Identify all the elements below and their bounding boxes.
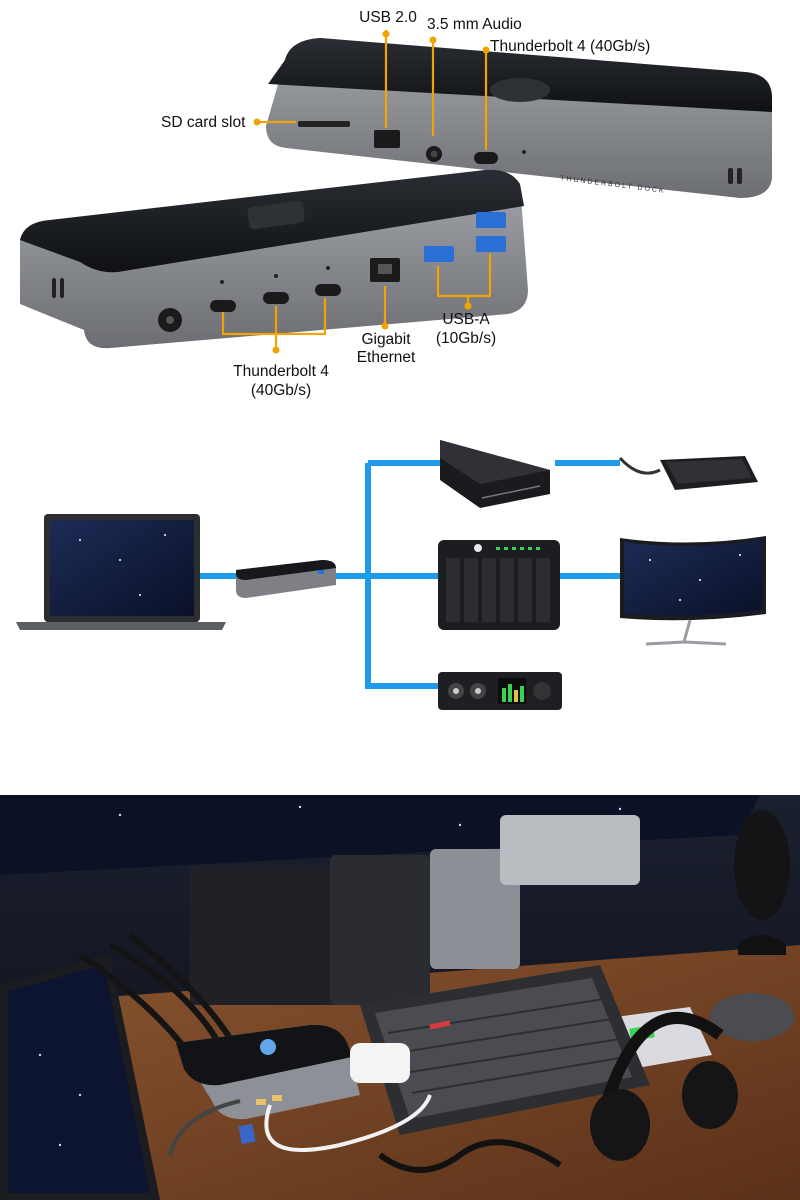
storage-enclosure-icon: [440, 440, 550, 508]
silver-enclosure: [500, 815, 640, 885]
label-usb2: USB 2.0: [359, 9, 417, 26]
thunderbolt-port-1: [210, 300, 236, 312]
ports-figure: THUNDERBOLT DOCK USB 2.0 3.5 mm Audio Th…: [0, 0, 800, 410]
silver-drive: [430, 849, 520, 969]
portable-ssd-icon: [618, 456, 758, 490]
owc-logo-badge: [490, 78, 550, 102]
label-sd-card: SD card slot: [161, 114, 246, 131]
dock-icon: [236, 560, 336, 598]
desk-photo: [0, 795, 800, 1200]
connection-diagram: [0, 410, 800, 795]
label-usba-line2: (10Gb/s): [436, 330, 496, 347]
laptop-icon: [16, 514, 226, 630]
power-adapter: [350, 1043, 410, 1083]
label-thunderbolt-front-line1: Thunderbolt 4: [233, 363, 329, 380]
mouse: [710, 993, 794, 1041]
label-thunderbolt-front-line2: (40Gb/s): [251, 382, 311, 399]
laptop: [0, 955, 160, 1200]
usb2-port: [374, 130, 400, 148]
audio-interface-icon: [438, 672, 562, 710]
thunderbolt-dock: [176, 1024, 360, 1120]
label-thunderbolt-rear: Thunderbolt 4 (40Gb/s): [490, 38, 650, 55]
curved-monitor-icon: [620, 536, 766, 646]
dock-logo-glow: [260, 1039, 276, 1055]
thunderbolt-port-rear: [474, 152, 498, 164]
label-audio: 3.5 mm Audio: [427, 16, 522, 33]
usb-a-port-1: [424, 246, 454, 262]
headphones: [378, 1011, 738, 1173]
usb-a-port-2: [476, 236, 506, 252]
thunderbolt-port-3: [315, 284, 341, 296]
label-ethernet-line2: Ethernet: [357, 349, 416, 366]
ports-illustration: THUNDERBOLT DOCK USB 2.0 3.5 mm Audio Th…: [20, 9, 772, 399]
desk-scene: [0, 795, 800, 1200]
raid-enclosure: [190, 865, 360, 1005]
thunderbolt-port-2: [263, 292, 289, 304]
dock-front-unit: [20, 169, 528, 349]
cable-lines: [200, 460, 620, 689]
label-usba-line1: USB-A: [442, 311, 490, 328]
owc-logo-badge-front: [247, 200, 305, 230]
connection-illustration: [16, 440, 766, 710]
raid-enclosure-icon: [438, 540, 560, 630]
dock-rear-unit: THUNDERBOLT DOCK: [266, 38, 772, 198]
usb-a-port-3: [476, 212, 506, 228]
sd-card-slot: [298, 121, 350, 127]
storage-drive: [330, 855, 430, 1005]
label-ethernet-line1: Gigabit: [361, 331, 411, 348]
sd-card: [238, 1123, 256, 1145]
microphone: [734, 810, 790, 955]
keyboard: [360, 965, 650, 1135]
